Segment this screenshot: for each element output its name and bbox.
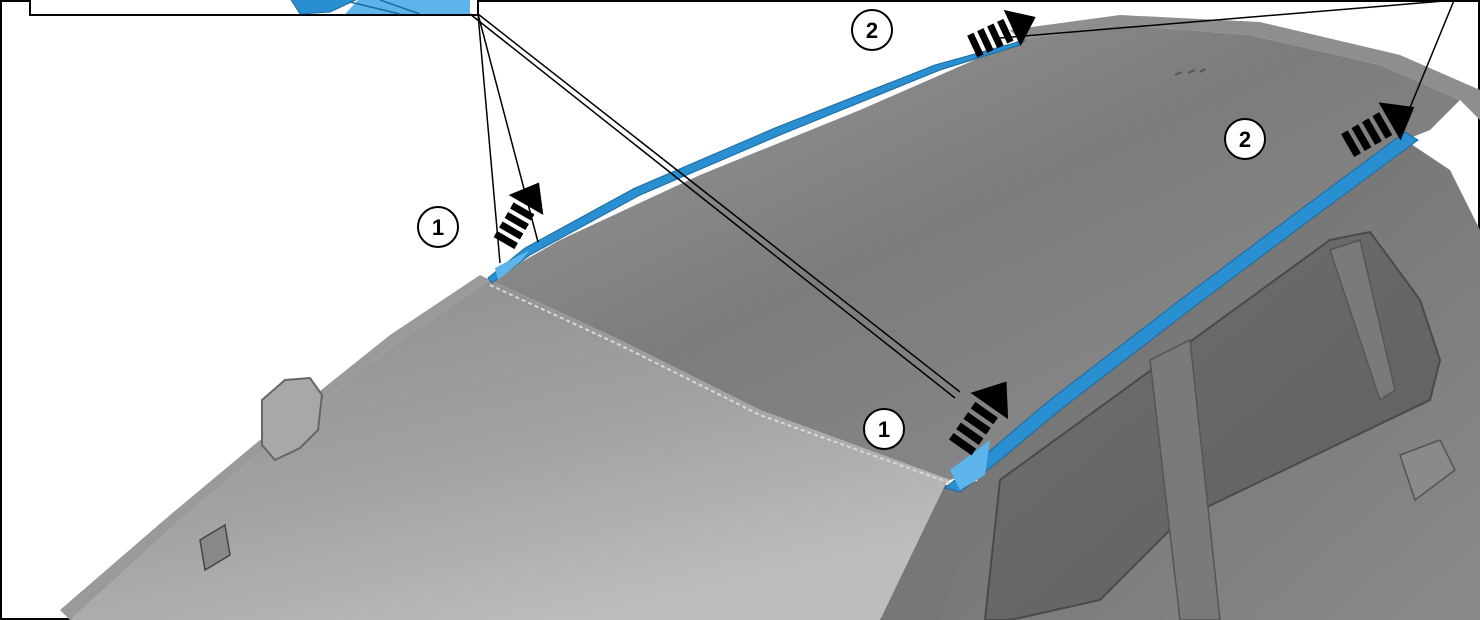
right-molding-front-end — [950, 440, 990, 490]
a-pillar-left — [60, 275, 490, 620]
dashed-lift-arrow-icon — [967, 9, 1036, 58]
roof-rear-edge — [1010, 15, 1480, 120]
callout-label: 2 — [1239, 127, 1251, 152]
dashed-lift-arrow-icon — [948, 381, 1009, 456]
left-roof-molding — [487, 39, 1027, 284]
callout-label: 1 — [878, 417, 890, 442]
roof-moldings — [487, 39, 1419, 493]
a-pillar-right — [880, 480, 985, 620]
dashed-lift-arrow-icon — [1341, 102, 1415, 158]
door-pillar — [1149, 338, 1221, 620]
side-mirror — [261, 376, 324, 462]
wiper-bracket — [199, 523, 231, 572]
windshield-seam — [489, 284, 951, 484]
car-body — [60, 15, 1480, 620]
roof-panel — [490, 25, 1460, 480]
roof-antenna — [1174, 68, 1206, 76]
callout-label: 2 — [866, 18, 878, 43]
callout-1b: 1 — [863, 408, 905, 450]
right-roof-molding — [943, 131, 1419, 493]
left-molding-front-end — [495, 250, 530, 280]
callout-label: 1 — [432, 215, 444, 240]
leader-lines — [469, 0, 1466, 399]
door-handle — [1399, 439, 1456, 502]
detail-inset — [29, 0, 479, 16]
rear-pillar — [1329, 239, 1396, 402]
side-window — [983, 230, 1442, 620]
callout-2a: 2 — [851, 9, 893, 51]
dashed-lift-arrow-icon — [493, 182, 544, 250]
windshield — [70, 280, 950, 620]
lift-arrows — [493, 9, 1415, 456]
callout-2b: 2 — [1224, 118, 1266, 160]
callout-1a: 1 — [417, 206, 459, 248]
